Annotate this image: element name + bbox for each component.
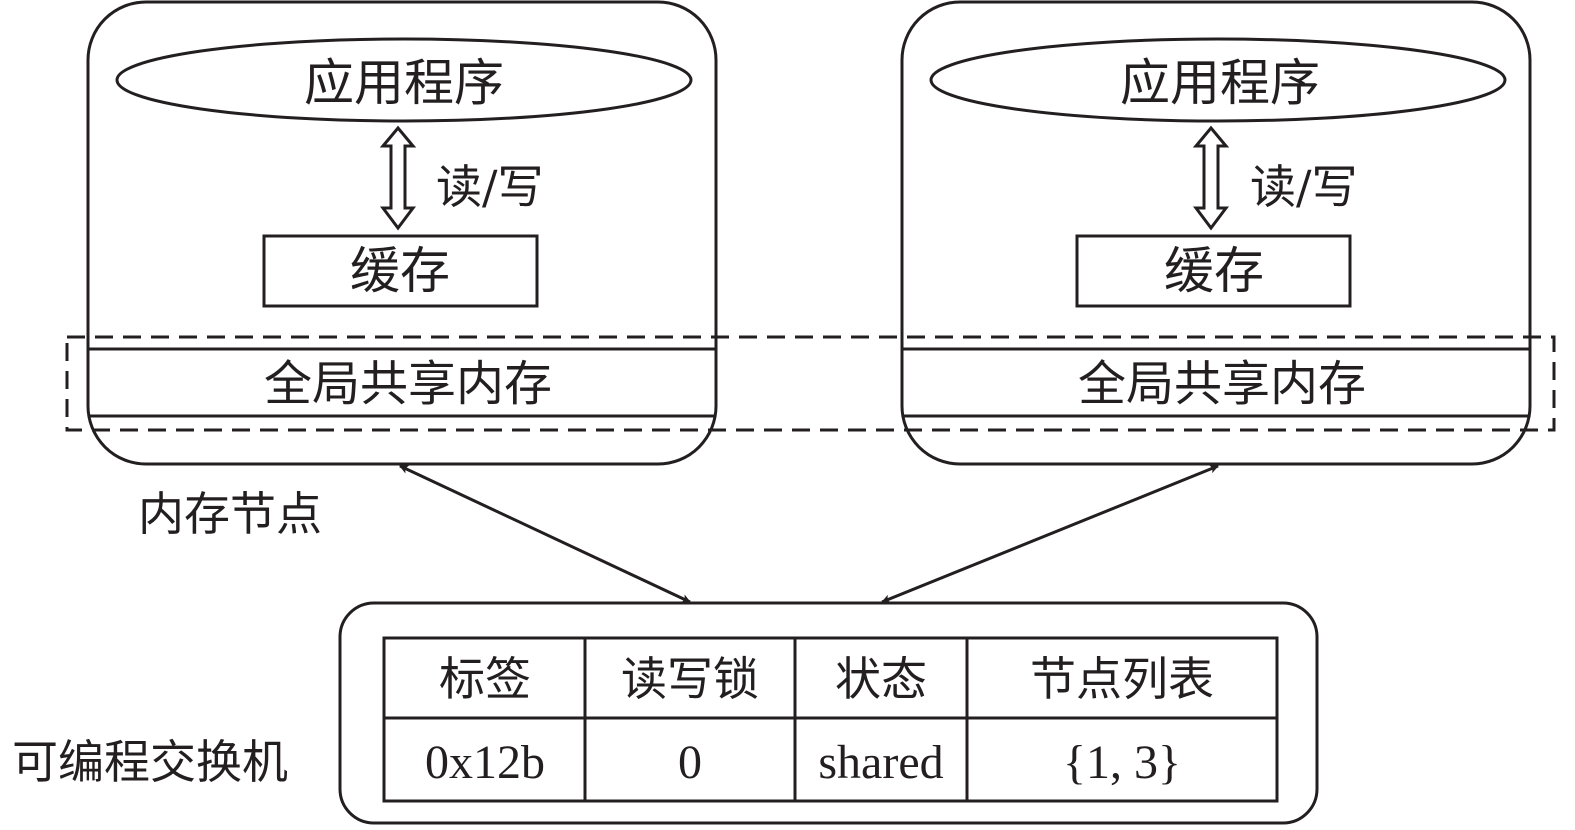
memory-node-caption: 内存节点 bbox=[138, 487, 322, 541]
read-write-label-left: 读/写 bbox=[436, 160, 544, 214]
shared-memory-label-right: 全局共享内存 bbox=[1078, 356, 1366, 412]
table-cell-state: shared bbox=[818, 736, 943, 789]
programmable-switch: 标签 读写锁 状态 节点列表 0x12b 0 shared {1, 3} bbox=[338, 601, 1319, 825]
application-ellipse-right bbox=[929, 37, 1507, 123]
connector-arrow-right bbox=[881, 464, 1219, 604]
cache-label-right: 缓存 bbox=[1164, 242, 1264, 300]
read-write-double-arrow-icon-left bbox=[379, 125, 417, 231]
memory-node-right: 应用程序 读/写 缓存 全局共享内存 bbox=[900, 0, 1532, 466]
table-cell-node-list: {1, 3} bbox=[1063, 736, 1181, 789]
memory-node-left-frame bbox=[86, 0, 718, 466]
application-ellipse-left bbox=[115, 37, 693, 123]
table-cell-tag: 0x12b bbox=[425, 736, 545, 789]
shared-memory-label-left: 全局共享内存 bbox=[264, 356, 552, 412]
application-label-left: 应用程序 bbox=[304, 54, 504, 112]
memory-node-right-frame bbox=[900, 0, 1532, 466]
table-cell-rw-lock: 0 bbox=[678, 736, 702, 789]
table-header-tag: 标签 bbox=[439, 652, 531, 706]
switch-frame bbox=[338, 601, 1319, 825]
cache-box-left bbox=[262, 234, 539, 308]
cache-label-left: 缓存 bbox=[350, 242, 450, 300]
memory-node-left: 应用程序 读/写 缓存 全局共享内存 bbox=[86, 0, 718, 466]
application-label-right: 应用程序 bbox=[1120, 54, 1320, 112]
cache-box-right bbox=[1075, 234, 1352, 308]
connector-arrow-left bbox=[399, 464, 691, 604]
read-write-label-right: 读/写 bbox=[1250, 160, 1358, 214]
table-header-state: 状态 bbox=[835, 652, 927, 706]
read-write-double-arrow-icon-right bbox=[1192, 125, 1230, 231]
global-shared-memory-dashed-region bbox=[65, 335, 1556, 432]
table-header-rw-lock: 读写锁 bbox=[621, 652, 759, 706]
switch-table: 标签 读写锁 状态 节点列表 0x12b 0 shared {1, 3} bbox=[382, 636, 1279, 803]
table-header-node-list: 节点列表 bbox=[1030, 652, 1214, 706]
switch-caption: 可编程交换机 bbox=[12, 735, 288, 789]
